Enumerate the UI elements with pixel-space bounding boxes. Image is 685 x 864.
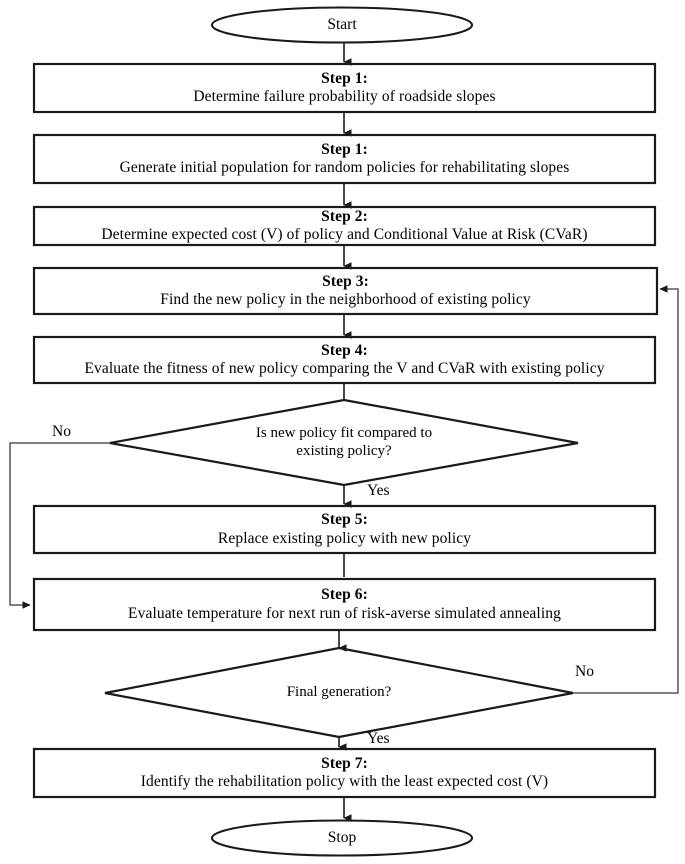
start-terminator-shape: [210, 6, 474, 44]
decision2-diamond-shape: [104, 646, 574, 739]
connector-decision2-no-to-step3: [573, 285, 679, 694]
stop-terminator-shape: [210, 819, 474, 857]
step7-box-shape: [32, 747, 657, 799]
decision1-diamond-shape: [109, 398, 579, 487]
step6-box-shape: [32, 577, 657, 632]
step1b-box-shape: [32, 133, 657, 185]
step5-box-shape: [32, 504, 657, 555]
step4-box-shape: [32, 335, 657, 385]
connector-decision1-no-to-step6: [9, 442, 110, 609]
step3-box-shape: [32, 266, 659, 316]
step2-box-shape: [32, 205, 657, 247]
step1a-box-shape: [32, 62, 657, 114]
